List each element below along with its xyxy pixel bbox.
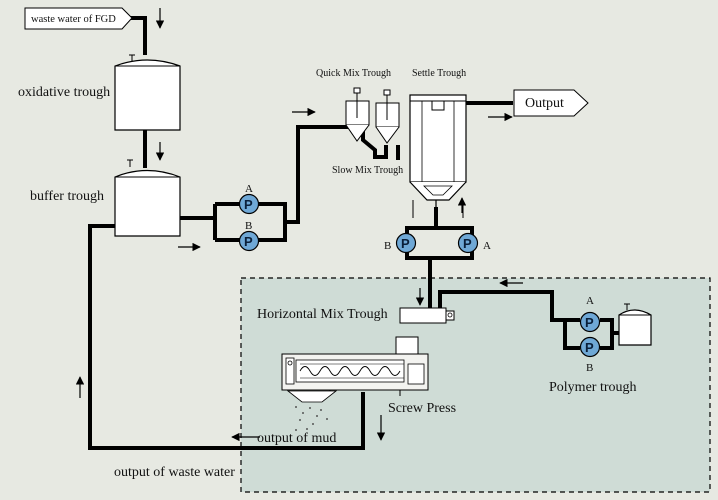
polymer-trough-label: Polymer trough [549,380,637,395]
polymer-pump-b-label: B [586,362,593,374]
polymer-pump-a [579,311,601,333]
buffer-pump-a-label: A [245,183,253,195]
output-label: Output [525,96,564,111]
buffer-trough-label: buffer trough [30,189,104,204]
screw-press-machine [281,353,429,403]
polymer-pump-a-label: A [586,295,594,307]
pipe-network [88,16,622,450]
oxidative-trough-label: oxidative trough [18,85,110,100]
quick-mix-trough-tank [345,87,370,142]
pipe-waste-water-return [88,224,365,450]
pipe-pump-manifold-left [213,202,240,242]
pipe-quick-to-slow-mix [361,122,388,159]
horizontal-mix-label: Horizontal Mix Trough [257,307,388,322]
settle-trough-tank [409,94,467,218]
settle-pump-a [457,232,479,254]
flow-arrows [75,8,523,442]
settle-pump-a-label: A [483,240,491,252]
settle-pump-b-symbol: P [401,236,410,251]
polymer-pump-b [579,336,601,358]
quick-mix-label: Quick Mix Trough [316,68,391,79]
polymer-pump-b-symbol: P [585,340,594,355]
pipe-polymer-to-horizontal [438,290,565,322]
settle-trough-label: Settle Trough [412,68,466,79]
fgd-input-tag [24,7,133,30]
output-of-mud-label: output of mud [257,431,336,446]
settle-pump-b-label: B [384,240,391,252]
pipe-pumps-to-quick-mix [285,125,353,224]
slow-mix-label: Slow Mix Trough [332,165,403,176]
pipe-pump-manifold-right [258,202,287,242]
fgd-input-label: waste water of FGD [31,14,116,25]
screw-press-label: Screw Press [388,401,456,416]
buffer-pump-a-symbol: P [244,197,253,212]
pipe-fgd-to-oxidative [128,16,147,55]
pipe-polymer-manifold-left [563,318,580,350]
polymer-trough-tank [618,303,652,346]
settle-pump-a-symbol: P [463,236,472,251]
output-tag [513,89,589,117]
settle-pump-b [395,232,417,254]
mud-particles [295,406,328,431]
polymer-pump-a-symbol: P [585,315,594,330]
buffer-trough-tank [114,159,181,237]
output-of-waste-water-label: output of waste water [114,465,235,480]
buffer-pump-b-symbol: P [244,234,253,249]
buffer-pump-b [238,230,260,252]
buffer-pump-b-label: B [245,220,252,232]
slow-mix-trough-tank [375,89,400,144]
buffer-pump-a [238,193,260,215]
oxidative-trough-tank [114,54,181,131]
